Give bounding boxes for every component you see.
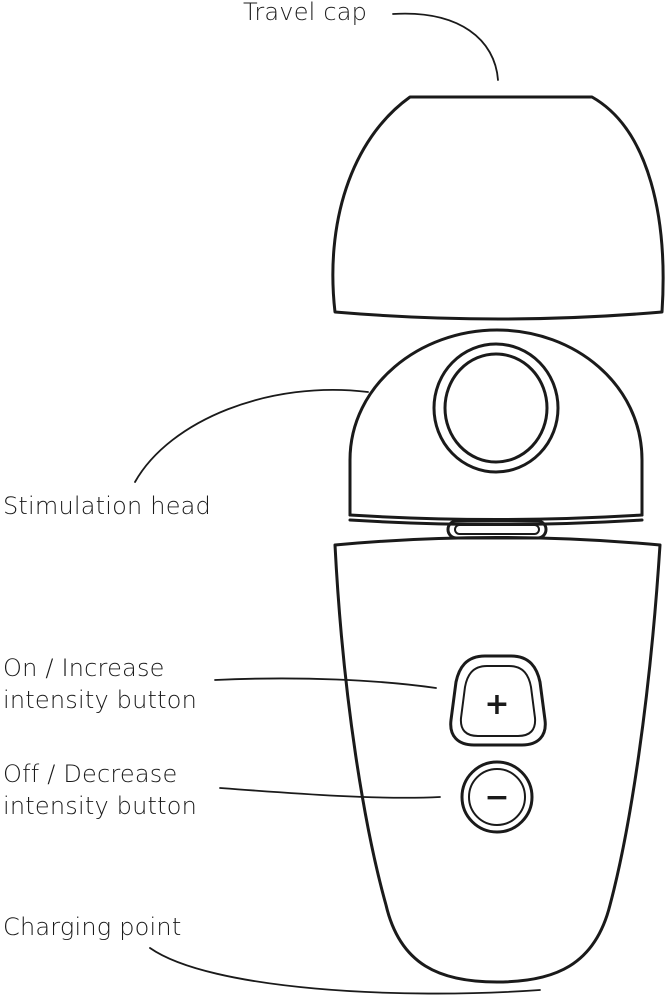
collar-slot-inner bbox=[454, 524, 540, 535]
label-off-decrease: Off / Decrease intensity button bbox=[3, 758, 197, 822]
leader-line-charging-point bbox=[149, 947, 541, 995]
handle-body-outline bbox=[333, 536, 662, 984]
leader-line-travel-cap bbox=[392, 12, 499, 81]
minus-button-outline bbox=[460, 760, 534, 834]
stimulation-opening-inner bbox=[443, 352, 549, 464]
minus-button-inner bbox=[468, 768, 526, 826]
minus-symbol: − bbox=[484, 780, 509, 815]
stimulation-head-seam bbox=[348, 513, 644, 521]
stimulation-head-outline bbox=[348, 328, 644, 517]
label-stimulation-head: Stimulation head bbox=[3, 492, 211, 520]
stimulation-opening-outer bbox=[432, 342, 560, 474]
label-off-decrease-line1: Off / Decrease bbox=[3, 760, 178, 788]
label-on-increase: On / Increase intensity button bbox=[3, 652, 197, 716]
leader-line-on-increase bbox=[214, 677, 437, 689]
label-off-decrease-line2: intensity button bbox=[3, 792, 198, 820]
label-charging-point: Charging point bbox=[3, 913, 182, 941]
plus-button-outline bbox=[449, 654, 547, 747]
plus-button-inner bbox=[459, 665, 537, 737]
label-travel-cap: Travel cap bbox=[243, 0, 368, 26]
travel-cap-outline bbox=[331, 95, 665, 321]
label-on-increase-line2: intensity button bbox=[3, 686, 198, 714]
label-on-increase-line1: On / Increase bbox=[3, 654, 165, 682]
leader-line-off-decrease bbox=[219, 787, 441, 799]
leader-line-stimulation-head bbox=[134, 388, 369, 483]
plus-symbol: + bbox=[484, 687, 509, 722]
